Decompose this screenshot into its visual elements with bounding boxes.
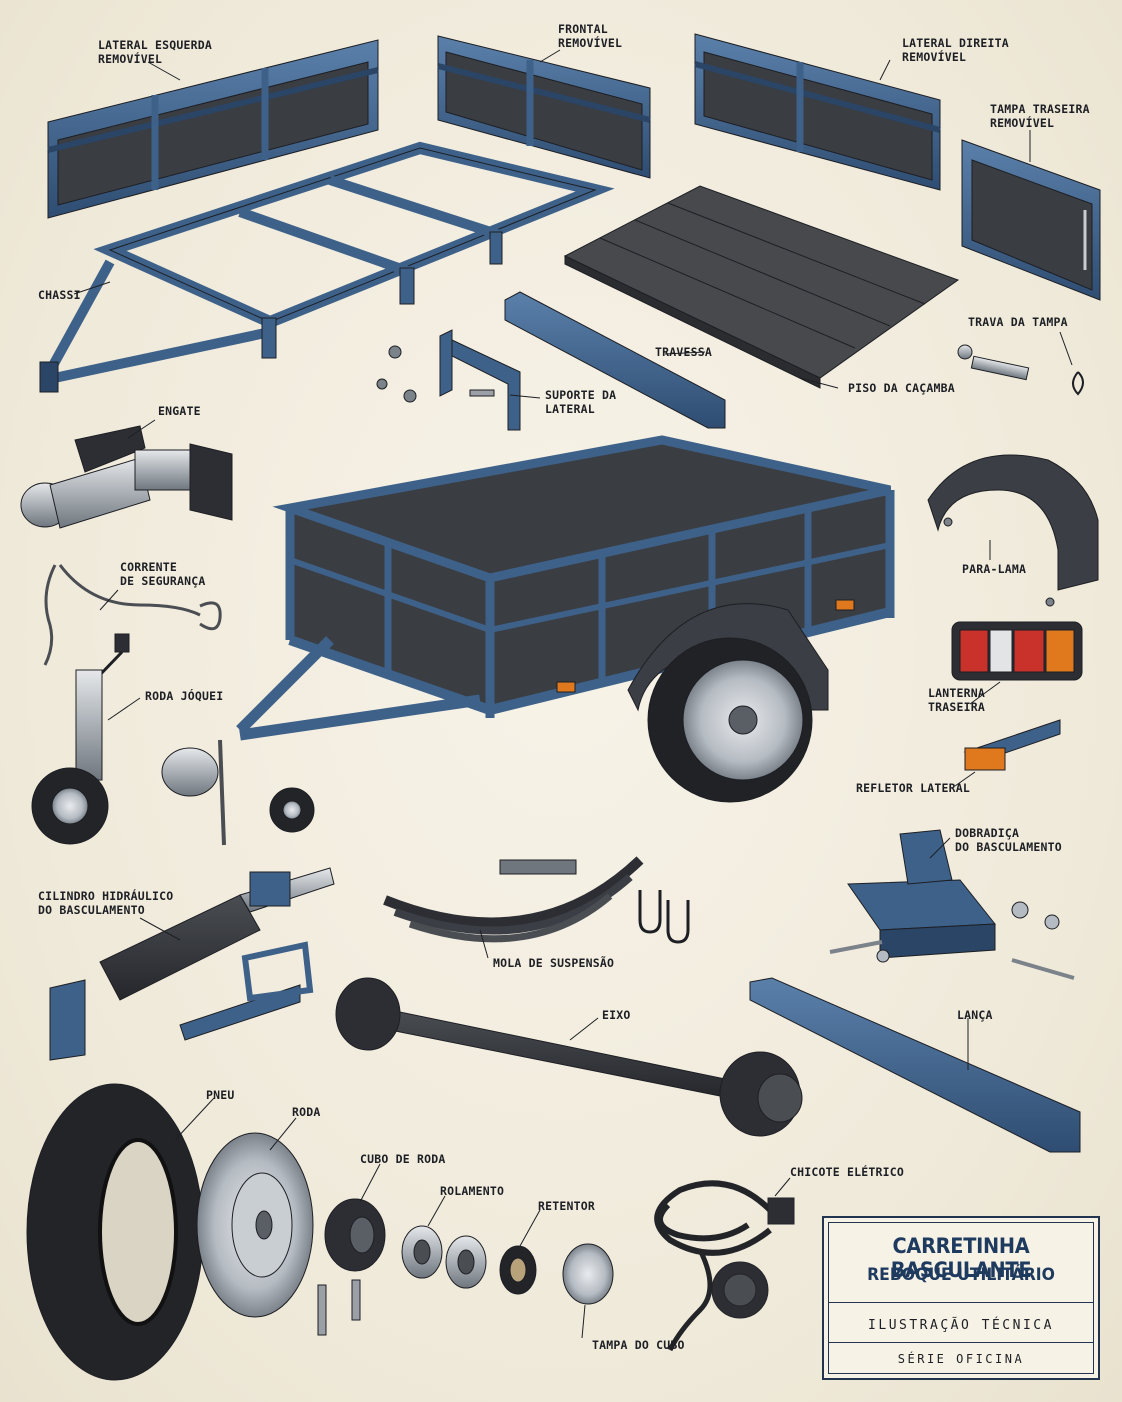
label-tampa-cubo: TAMPA DO CUBO <box>592 1338 685 1352</box>
travessa-part <box>504 291 726 429</box>
title-block-inner-border <box>828 1222 1094 1374</box>
label-para-lama: PARA-LAMA <box>962 562 1027 576</box>
retentor-part <box>499 1245 537 1295</box>
label-pneu: PNEU <box>206 1088 235 1102</box>
engate-part <box>20 425 233 529</box>
tampa-traseira-part <box>961 139 1101 301</box>
title-block: CARRETINHA BASCULANTE REBOQUE UTILITÁRIO… <box>822 1216 1100 1380</box>
chassi-part <box>39 141 615 393</box>
label-engate: ENGATE <box>158 404 201 418</box>
label-roda-joquei: RODA JÓQUEI <box>145 689 224 703</box>
lanterna-part <box>951 621 1083 681</box>
lateral-direita-part <box>694 33 941 191</box>
dobradica-part <box>829 829 1075 980</box>
lanca-part <box>749 977 1081 1153</box>
chicote-part <box>654 1180 795 1352</box>
title-main: CARRETINHA BASCULANTE <box>890 1234 1032 1282</box>
title-line-series: SÉRIE OFICINA <box>897 1352 1025 1366</box>
roda-part <box>196 1132 314 1318</box>
assembled-trailer <box>161 435 895 846</box>
label-chassi: CHASSI <box>38 288 81 302</box>
corrente-part <box>43 564 222 666</box>
label-lateral-esquerda: LATERAL ESQUERDA REMOVÍVEL <box>98 38 212 66</box>
frontal-part <box>437 35 651 179</box>
label-refletor: REFLETOR LATERAL <box>856 781 970 795</box>
tampa-cubo-part <box>562 1243 614 1305</box>
label-lanterna: LANTERNA TRASEIRA <box>928 686 985 714</box>
label-eixo: EIXO <box>602 1008 631 1022</box>
title-divider <box>828 1342 1094 1343</box>
pneu-part <box>26 1083 204 1381</box>
label-tampa-traseira: TAMPA TRASEIRA REMOVÍVEL <box>990 102 1090 130</box>
eixo-part <box>335 977 803 1137</box>
label-retentor: RETENTOR <box>538 1199 595 1213</box>
label-suporte-lateral: SUPORTE DA LATERAL <box>545 388 617 416</box>
label-lateral-direita: LATERAL DIREITA REMOVÍVEL <box>902 36 1009 64</box>
label-travessa: TRAVESSA <box>655 345 712 359</box>
trava-tampa-part <box>957 344 1084 396</box>
roda-joquei-part <box>31 633 130 845</box>
label-corrente: CORRENTE DE SEGURANÇA <box>120 560 206 588</box>
label-rolamento: ROLAMENTO <box>440 1184 505 1198</box>
title-subtitle: REBOQUE UTILITÁRIO <box>867 1265 1055 1285</box>
label-lanca: LANÇA <box>957 1008 993 1022</box>
cubo-part <box>317 1198 386 1336</box>
label-chicote: CHICOTE ELÉTRICO <box>790 1165 904 1179</box>
suporte-lateral-part <box>376 329 521 431</box>
rolamento-part <box>401 1225 487 1289</box>
title-divider <box>828 1302 1094 1303</box>
label-trava-tampa: TRAVA DA TAMPA <box>968 315 1068 329</box>
label-cilindro: CILINDRO HIDRÁULICO DO BASCULAMENTO <box>38 889 174 917</box>
refletor-part <box>963 719 1061 771</box>
label-frontal: FRONTAL REMOVÍVEL <box>558 22 623 50</box>
mola-part <box>383 856 690 944</box>
para-lama-part <box>927 454 1099 607</box>
title-line-technical: ILUSTRAÇÃO TÉCNICA <box>868 1318 1054 1333</box>
label-mola: MOLA DE SUSPENSÃO <box>493 956 615 970</box>
label-dobradica: DOBRADIÇA DO BASCULAMENTO <box>955 826 1062 854</box>
leader-lines <box>73 49 1073 1339</box>
lateral-esquerda-part <box>47 39 379 219</box>
piso-part <box>563 185 960 389</box>
cilindro-part <box>49 867 335 1061</box>
label-cubo: CUBO DE RODA <box>360 1152 446 1166</box>
label-roda: RODA <box>292 1105 321 1119</box>
label-piso: PISO DA CAÇAMBA <box>848 381 955 395</box>
